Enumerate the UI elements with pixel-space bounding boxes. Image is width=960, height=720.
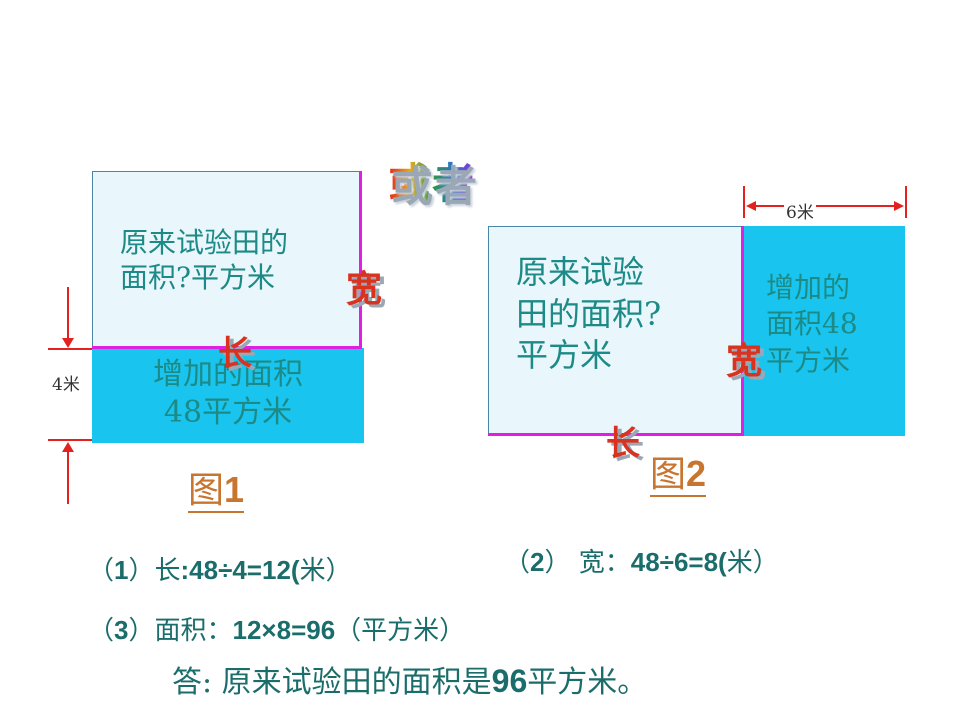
fig1-magenta-right [359, 171, 362, 349]
fig1-added-line2: 48平方米 [163, 394, 293, 430]
fig1-height-text: 4米 [52, 375, 80, 395]
fig2-original-line3: 平方米 [516, 336, 613, 375]
fig2-added-label: 增加的 面积48 平方米 [766, 270, 858, 379]
huozhe-text: 或者 [388, 159, 477, 208]
step3-prefix: （ [88, 616, 115, 646]
fig2-original-line2: 田的面积? [516, 294, 662, 333]
step3-unit: （平方米） [335, 616, 466, 646]
step1-num: 1 [114, 555, 129, 585]
fig1-original-rect [92, 171, 362, 348]
fig1-caption: 图1 [188, 469, 245, 513]
step2-num: 2 [530, 547, 545, 577]
fig1-length-label: 长 [218, 334, 252, 374]
step2-formula: （2） 宽：48÷6=8(米） [504, 542, 779, 579]
fig1-original-line2: 面积?平方米 [120, 261, 276, 294]
huozhe-wordart: 或者 [388, 150, 476, 211]
fig2-original-rect [488, 226, 743, 435]
step1-unit: 米） [299, 556, 352, 586]
step2-unit: 米） [726, 548, 779, 578]
step1-formula: （1）长:48÷4=12(米） [88, 550, 352, 587]
fig2-magenta-right [741, 226, 744, 436]
fig2-width-dimension [743, 186, 907, 218]
fig2-added-rect [743, 226, 905, 436]
step1-prefix: （ [88, 556, 115, 586]
fig1-caption-prefix: 图 [188, 470, 225, 511]
step3-formula: （3）面积：12×8=96（平方米） [88, 610, 465, 647]
step2-expr: 48÷6=8( [630, 547, 727, 577]
step1-mid: ）长 [128, 556, 181, 586]
step2-mid: ） 宽： [544, 548, 631, 578]
fig2-original-line1: 原来试验 [516, 253, 645, 291]
fig1-added-rect [92, 348, 364, 443]
fig2-caption-number: 2 [686, 453, 707, 494]
fig1-caption-number: 1 [224, 469, 245, 510]
answer-value: 96 [491, 663, 528, 699]
fig2-width-text: 6米 [784, 198, 816, 223]
fig1-original-line1: 原来试验田的 [120, 226, 289, 259]
fig2-added-line3: 平方米 [766, 343, 851, 377]
step2-prefix: （ [504, 548, 531, 578]
step3-expr: 12×8=96 [232, 615, 336, 645]
answer-prefix: 答: 原来试验田的面积是 [172, 665, 492, 700]
fig1-added-line1: 增加的面积 [153, 357, 303, 392]
fig1-height-dimension [48, 287, 92, 504]
step1-expr: :48÷4=12( [180, 555, 300, 585]
fig2-length-label: 长 [606, 424, 640, 464]
fig1-added-label: 增加的面积 48平方米 [118, 356, 338, 431]
fig2-caption: 图2 [650, 453, 707, 497]
fig2-caption-prefix: 图 [650, 454, 687, 495]
fig1-width-label: 宽 [346, 269, 383, 310]
fig2-magenta-bottom [488, 433, 743, 436]
fig1-magenta-bottom [92, 346, 362, 349]
fig2-original-label: 原来试验 田的面积? 平方米 [516, 252, 661, 377]
fig2-added-line2: 面积48 [766, 307, 858, 341]
fig2-added-line1: 增加的 [766, 271, 851, 304]
step3-num: 3 [114, 615, 129, 645]
answer-text: 答: 原来试验田的面积是96平方米。 [172, 657, 647, 701]
answer-suffix: 平方米。 [527, 665, 648, 700]
fig1-original-label: 原来试验田的 面积?平方米 [120, 225, 288, 295]
step3-mid: ）面积： [128, 616, 233, 646]
fig2-width-label: 宽 [726, 341, 763, 382]
